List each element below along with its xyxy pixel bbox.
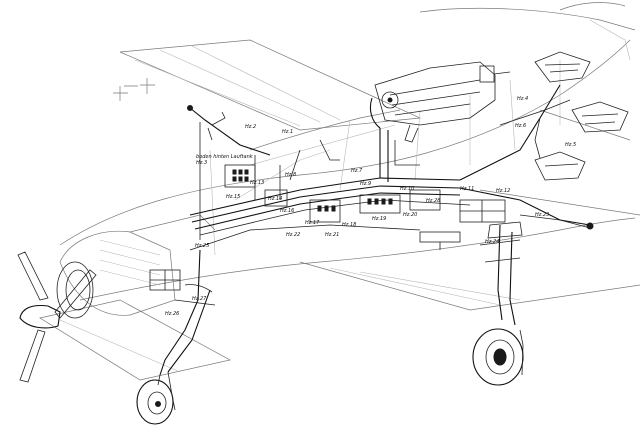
label-hz-13: Hz.13: [250, 180, 264, 186]
radiator-units: [534, 51, 629, 181]
rear-engine: [369, 61, 511, 143]
control-linkage: [187, 84, 594, 251]
label-hz-9: Hz.9: [360, 181, 371, 187]
label-hz-26: Hz.26: [165, 311, 179, 317]
label-boden: boden hinten Lauftank: [196, 154, 254, 160]
label-hz-1: Hz.1: [282, 129, 293, 135]
label-hz-24: Hz.24: [485, 239, 499, 245]
label-hz-6: Hz.6: [515, 123, 526, 129]
label-hz-3: Hz.3: [196, 160, 207, 166]
label-hz-7: Hz.7: [351, 168, 363, 174]
airframe-outline: [39, 2, 640, 381]
label-hz-17: Hz.17: [305, 220, 320, 226]
callout-labels: Hz.2 Hz.1 boden hinten Lauftank Hz.3 Hz.…: [165, 96, 576, 317]
label-hz-12: Hz.12: [496, 188, 510, 194]
right-landing-gear: [472, 221, 524, 386]
label-hz-11: Hz.11: [460, 186, 474, 192]
label-hz-19: Hz.19: [372, 216, 386, 222]
label-hz-27: Hz.27: [192, 296, 207, 302]
label-hz-4: Hz.4: [517, 96, 528, 102]
left-landing-gear: [136, 249, 216, 425]
label-hz-18: Hz.18: [342, 222, 356, 228]
label-hz-25: Hz.25: [195, 243, 209, 249]
label-hz-20: Hz.20: [403, 212, 417, 218]
label-hz-2a: Hz.2: [245, 124, 256, 130]
label-hz-23: Hz.23: [535, 212, 549, 218]
label-hz-22: Hz.22: [286, 232, 300, 238]
label-hz-16: Hz.16: [280, 208, 294, 214]
engine-nose: [17, 214, 216, 383]
label-hz-21: Hz.21: [325, 232, 339, 238]
label-hz-8: Hz.8: [285, 172, 296, 178]
label-hz-14: Hz.14: [268, 196, 282, 202]
label-hz-10: Hz.10: [400, 186, 414, 192]
label-hz-5: Hz.5: [565, 142, 576, 148]
label-hz-15: Hz.15: [226, 194, 240, 200]
label-hz-28: Hz.28: [426, 198, 440, 204]
